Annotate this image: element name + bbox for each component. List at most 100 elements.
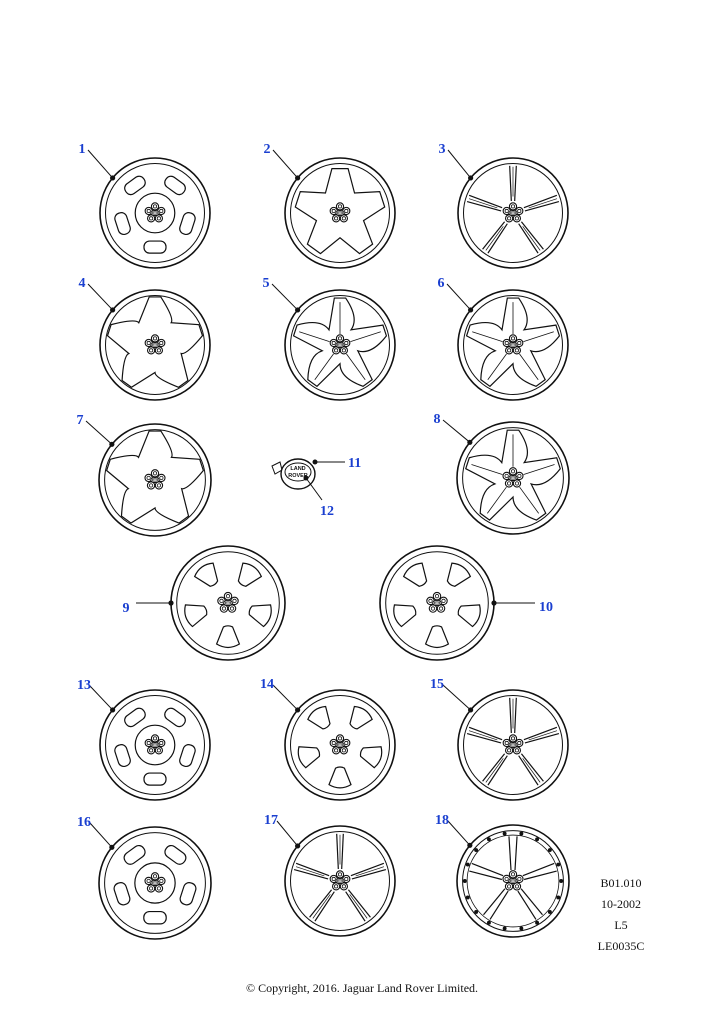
hub-badge bbox=[150, 742, 160, 748]
wheel-nut bbox=[508, 870, 518, 879]
wheel-window bbox=[402, 562, 428, 587]
leader-dot bbox=[110, 707, 116, 713]
leader-dot bbox=[295, 843, 301, 849]
wheel-2: 2 bbox=[264, 142, 396, 269]
wheel-nut bbox=[150, 334, 160, 343]
wheel-3: 3 bbox=[439, 142, 569, 269]
leader-dot bbox=[468, 175, 474, 181]
rim-rivet bbox=[547, 909, 552, 914]
wheel-window bbox=[179, 882, 197, 906]
leader-dot bbox=[295, 175, 301, 181]
hub-badge bbox=[150, 342, 160, 348]
wheel-nut bbox=[150, 872, 160, 881]
wheel-window bbox=[164, 707, 186, 728]
leader-dot bbox=[109, 844, 115, 850]
wheel-4: 4 bbox=[79, 276, 211, 401]
wheel-window bbox=[393, 604, 417, 628]
wheel-6: 6 bbox=[438, 276, 569, 401]
wheel-1: 1 bbox=[79, 142, 211, 269]
wheel-nut bbox=[335, 334, 345, 343]
wheel-window bbox=[164, 844, 187, 865]
hub-badge bbox=[508, 742, 518, 748]
wheel-window bbox=[184, 604, 208, 628]
wheel-window bbox=[113, 882, 131, 906]
wheel-16: 16 bbox=[77, 815, 212, 940]
rim-rivet bbox=[535, 837, 540, 842]
hub-badge bbox=[150, 879, 160, 887]
rim-rivet bbox=[535, 920, 540, 925]
wheel-window bbox=[307, 705, 331, 730]
wheel-nut bbox=[150, 469, 160, 478]
wheel-nut bbox=[508, 334, 518, 343]
wheel-window bbox=[143, 910, 167, 925]
leader-dot bbox=[168, 600, 174, 606]
leader-dot bbox=[467, 439, 473, 445]
callout-8: 8 bbox=[434, 412, 441, 427]
callout-4: 4 bbox=[79, 276, 86, 291]
rim-rivet bbox=[519, 831, 524, 836]
callout-3: 3 bbox=[439, 142, 446, 157]
wheel-window bbox=[179, 744, 196, 768]
wheel-window bbox=[114, 744, 131, 768]
callout-9: 9 bbox=[123, 601, 130, 616]
leader-dot bbox=[110, 175, 116, 181]
wheel-nut bbox=[150, 202, 160, 211]
rim-rivet bbox=[502, 831, 507, 836]
wheel-window bbox=[124, 175, 146, 196]
wheel-9: 9 bbox=[123, 545, 286, 661]
rim-rivet bbox=[465, 862, 470, 867]
callout-17: 17 bbox=[264, 813, 278, 828]
leader-dot bbox=[110, 307, 116, 313]
wheel-window bbox=[179, 212, 196, 236]
wheel-15: 15 bbox=[430, 677, 569, 801]
wheel-window bbox=[164, 175, 186, 196]
wheel-window bbox=[215, 625, 241, 649]
wheel-10: 10 bbox=[379, 545, 553, 661]
leader-dot bbox=[467, 842, 473, 848]
wheel-14: 14 bbox=[260, 677, 396, 801]
hub-badge bbox=[335, 878, 345, 884]
wheel-window bbox=[349, 705, 373, 730]
leader-dot bbox=[295, 307, 301, 313]
callout-5: 5 bbox=[263, 276, 270, 291]
callout-12: 12 bbox=[320, 504, 334, 519]
badge-text-line-2: ROVER bbox=[288, 473, 308, 479]
hub-badge bbox=[335, 742, 345, 748]
wheel-window bbox=[123, 844, 146, 865]
wheel-window bbox=[297, 746, 321, 769]
leader-dot bbox=[468, 707, 474, 713]
callout-11: 11 bbox=[348, 456, 361, 471]
hub-badge bbox=[432, 599, 442, 607]
leader-dot bbox=[468, 307, 474, 313]
ref-illustration-code: LE0035C bbox=[597, 939, 645, 953]
wheel-window bbox=[248, 604, 272, 628]
badge-text-line-1: LAND bbox=[290, 466, 305, 472]
wheel-17: 17 bbox=[264, 813, 396, 937]
wheel-nut bbox=[223, 591, 233, 601]
hub-badge bbox=[508, 210, 518, 216]
rim-rivet bbox=[462, 879, 467, 883]
rim-rivet bbox=[556, 895, 561, 900]
rim-rivet bbox=[556, 862, 561, 867]
callout-6: 6 bbox=[438, 276, 445, 291]
rim-rivet bbox=[502, 926, 507, 931]
leader-dot bbox=[312, 459, 318, 465]
wheel-7: 7 bbox=[77, 413, 212, 537]
copyright-notice: © Copyright, 2016. Jaguar Land Rover Lim… bbox=[245, 981, 479, 995]
rim-rivet bbox=[547, 848, 552, 853]
callout-2: 2 bbox=[264, 142, 271, 157]
ref-level: L5 bbox=[614, 918, 628, 932]
wheel-window bbox=[359, 746, 383, 769]
wheel-window bbox=[143, 772, 167, 786]
wheel-window bbox=[143, 240, 167, 254]
rim-rivet bbox=[465, 895, 470, 900]
wheel-18: 18 bbox=[435, 813, 570, 938]
hub-badge bbox=[223, 599, 233, 607]
wheel-window bbox=[328, 766, 352, 789]
rim-rivet bbox=[474, 909, 479, 914]
callout-18: 18 bbox=[435, 813, 449, 828]
leader-dot bbox=[491, 600, 497, 606]
hub-badge bbox=[508, 342, 518, 348]
